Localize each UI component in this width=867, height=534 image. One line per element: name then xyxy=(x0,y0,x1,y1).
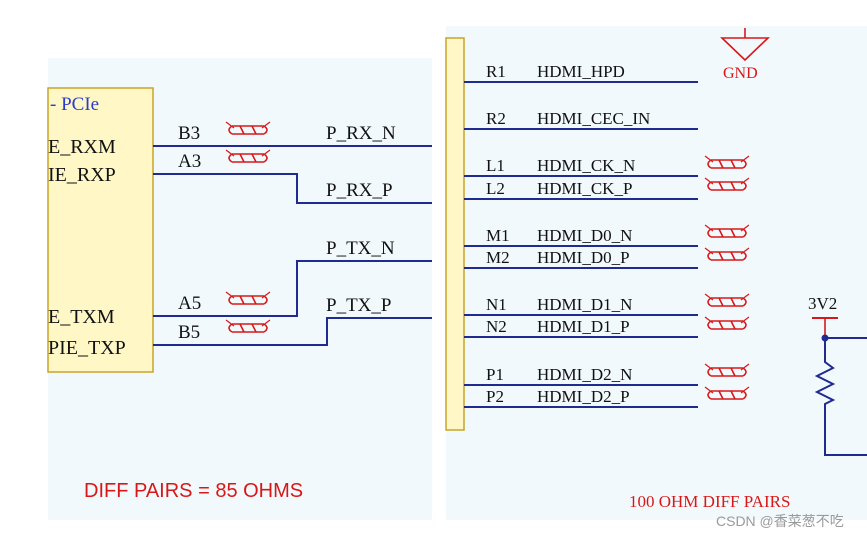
net-label: HDMI_CK_N xyxy=(537,156,635,175)
hdmi-pin-row: M2 HDMI_D0_P xyxy=(464,247,750,269)
diff-pairs-85-note: DIFF PAIRS = 85 OHMS xyxy=(84,480,303,502)
pin-txp-label: PIE_TXP xyxy=(48,337,126,359)
resistor-wire xyxy=(824,418,867,456)
ball-label: M2 xyxy=(486,248,510,267)
net-label: HDMI_D2_N xyxy=(537,365,632,384)
left-panel: - PCIe E_RXM IE_RXP E_TXM PIE_TXP B3 A3 … xyxy=(47,58,432,520)
ball-label: R1 xyxy=(486,62,506,81)
net-label: HDMI_CK_P xyxy=(537,179,632,198)
ball-label: N1 xyxy=(486,295,507,314)
net-label: HDMI_D2_P xyxy=(537,387,630,406)
pcie-title: - PCIe xyxy=(50,94,99,115)
ball-label: M1 xyxy=(486,226,510,245)
hdmi-pin-row: P2 HDMI_D2_P xyxy=(464,386,750,408)
hdmi-pin-row: N2 HDMI_D1_P xyxy=(464,316,750,338)
hdmi-pin-row: R2 HDMI_CEC_IN xyxy=(464,109,698,130)
watermark: CSDN @香菜葱不吃 xyxy=(716,513,844,529)
wire-tx-n xyxy=(153,260,432,317)
net-label: HDMI_D1_N xyxy=(537,295,632,314)
ball-a5-label: A5 xyxy=(178,293,201,314)
hdmi-pin-row: P1 HDMI_D2_N xyxy=(464,363,750,386)
hdmi-pin-row: L1 HDMI_CK_N xyxy=(464,155,750,177)
hdmi-pin-row: L2 HDMI_CK_P xyxy=(464,177,750,200)
pcie-connector-body xyxy=(47,87,154,373)
pin-txm-label: E_TXM xyxy=(48,306,115,328)
right-panel: GND R1 HDMI_HPD R2 HDMI_CEC_IN L1 HDMI_C… xyxy=(445,26,867,520)
right-panel-background xyxy=(446,26,867,520)
hdmi-connector-body xyxy=(445,37,465,431)
wire-rx-p xyxy=(153,173,432,204)
pin-rxm-label: E_RXM xyxy=(48,136,116,158)
hdmi-pin-row: M1 HDMI_D0_N xyxy=(464,224,750,247)
ball-label: N2 xyxy=(486,317,507,336)
net-label-tx-p: P_TX_P xyxy=(326,295,391,316)
net-label: HDMI_D1_P xyxy=(537,317,630,336)
ball-label: P1 xyxy=(486,365,504,384)
hdmi-pin-row: R1 HDMI_HPD xyxy=(464,62,698,83)
ball-label: R2 xyxy=(486,109,506,128)
ball-label: P2 xyxy=(486,387,504,406)
diff-pairs-100-note: 100 OHM DIFF PAIRS xyxy=(629,492,790,511)
net-label: HDMI_D0_N xyxy=(537,226,632,245)
hdmi-pin-row: N1 HDMI_D1_N xyxy=(464,293,750,316)
net-label-tx-n: P_TX_N xyxy=(326,238,395,259)
hdmi-pin-list: R1 HDMI_HPD R2 HDMI_CEC_IN L1 HDMI_CK_N … xyxy=(464,62,750,408)
net-label: HDMI_HPD xyxy=(537,62,625,81)
net-label: HDMI_D0_P xyxy=(537,248,630,267)
gnd-symbol xyxy=(720,28,770,62)
ball-b3-label: B3 xyxy=(178,123,200,144)
net-label-rx-p: P_RX_P xyxy=(326,180,393,201)
ball-b5-label: B5 xyxy=(178,322,200,343)
net-label: HDMI_CEC_IN xyxy=(537,109,650,128)
ball-a3-label: A3 xyxy=(178,151,201,172)
ball-label: L2 xyxy=(486,179,505,198)
wire-tx-p xyxy=(153,317,432,346)
gnd-label: GND xyxy=(723,65,758,82)
pullup-resistor-icon xyxy=(814,338,836,418)
ball-label: L1 xyxy=(486,156,505,175)
net-label-rx-n: P_RX_N xyxy=(326,123,396,144)
pin-rxp-label: IE_RXP xyxy=(48,164,116,186)
power-rail-label: 3V2 xyxy=(808,294,837,313)
